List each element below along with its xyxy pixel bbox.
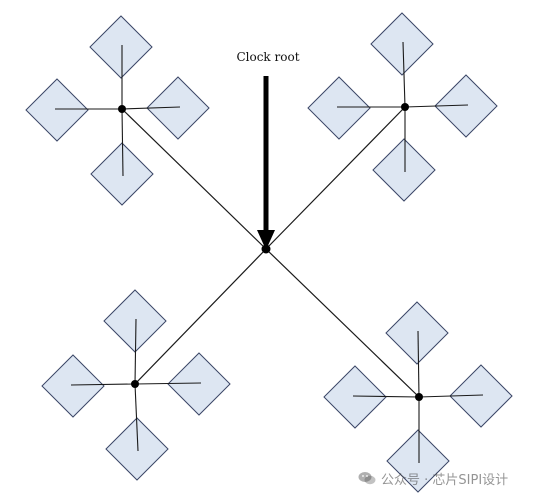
branch-line (134, 318, 137, 385)
branch-line (352, 395, 420, 398)
branch-line (417, 330, 420, 398)
sink-diamond (89, 15, 153, 79)
branch-line (70, 383, 136, 386)
sink-diamond (372, 138, 436, 202)
hub-node-top-right (401, 103, 409, 111)
watermark: 公众号 · 芯片SIPI设计 (358, 468, 508, 488)
sink-diamond (385, 301, 449, 365)
sink-diamond (386, 429, 450, 493)
sink-diamond (167, 352, 231, 416)
trunk-line-top-right (265, 106, 406, 250)
hub-node-bottom-left (131, 380, 139, 388)
sink-diamond (434, 74, 498, 138)
sink-diamond (90, 142, 154, 206)
branch-line (402, 41, 406, 108)
sink-diamond (146, 76, 210, 140)
trunk-line-bottom-left (134, 248, 267, 385)
branch-line (404, 104, 469, 108)
branch-line (418, 394, 484, 398)
branch-line (134, 382, 202, 385)
hub-node-bottom-right (415, 393, 423, 401)
sink-diamond (323, 365, 387, 429)
sink-diamond (105, 417, 169, 481)
clock-root-label: Clock root (236, 50, 300, 64)
hub-node-top-left (118, 105, 126, 113)
sink-diamond (25, 78, 89, 142)
branch-line (121, 108, 124, 177)
sink-diamond (41, 354, 105, 418)
sink-diamond (307, 76, 371, 140)
clock-root-node (261, 244, 271, 254)
clock-root-arrow-head (257, 230, 275, 250)
wechat-icon (358, 472, 376, 485)
trunk-line-top-left (121, 108, 267, 250)
branch-line (134, 383, 139, 452)
sink-diamond (370, 12, 434, 76)
sink-diamond (103, 289, 167, 353)
watermark-text: 公众号 · 芯片SIPI设计 (381, 472, 509, 488)
branch-line (121, 106, 181, 110)
sink-diamond (449, 364, 513, 428)
trunk-line-bottom-right (265, 248, 420, 398)
